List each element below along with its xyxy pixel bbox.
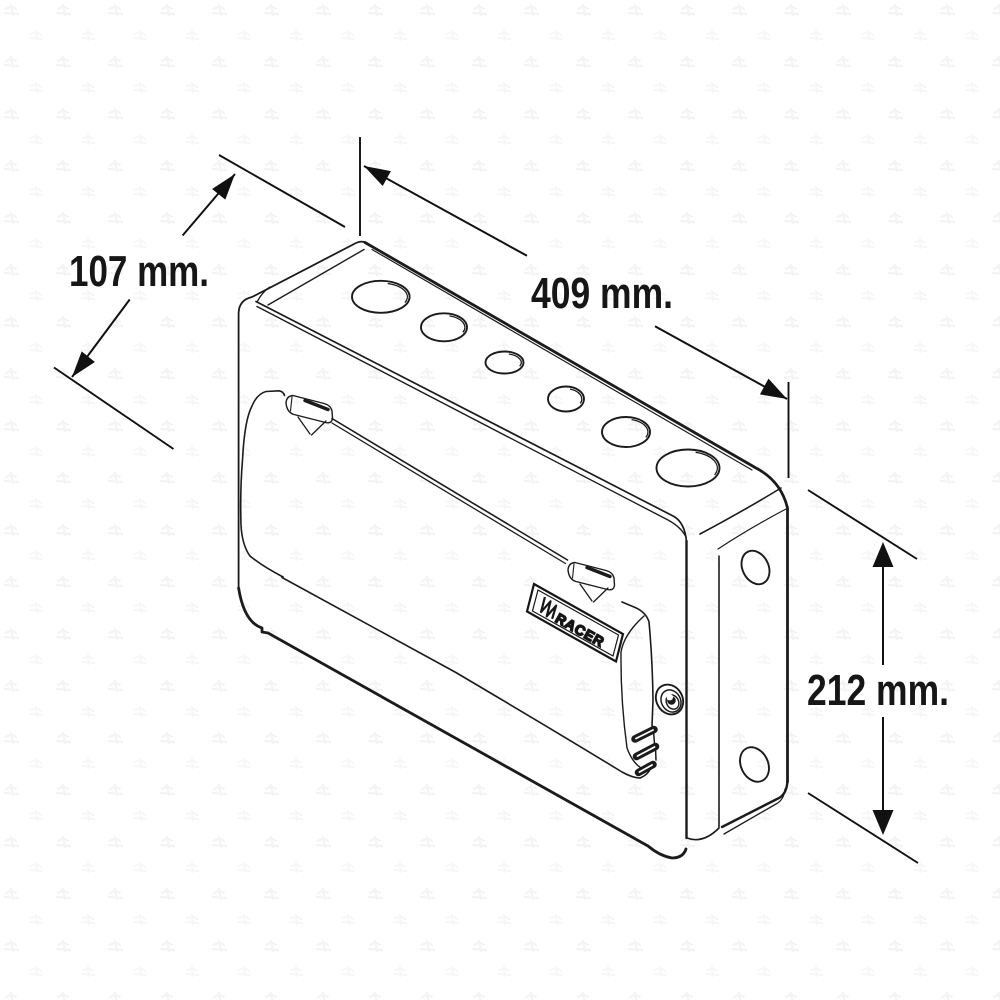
svg-text:212 mm.: 212 mm. — [807, 666, 949, 715]
svg-text:409 mm.: 409 mm. — [531, 269, 673, 318]
svg-text:107 mm.: 107 mm. — [69, 247, 209, 296]
